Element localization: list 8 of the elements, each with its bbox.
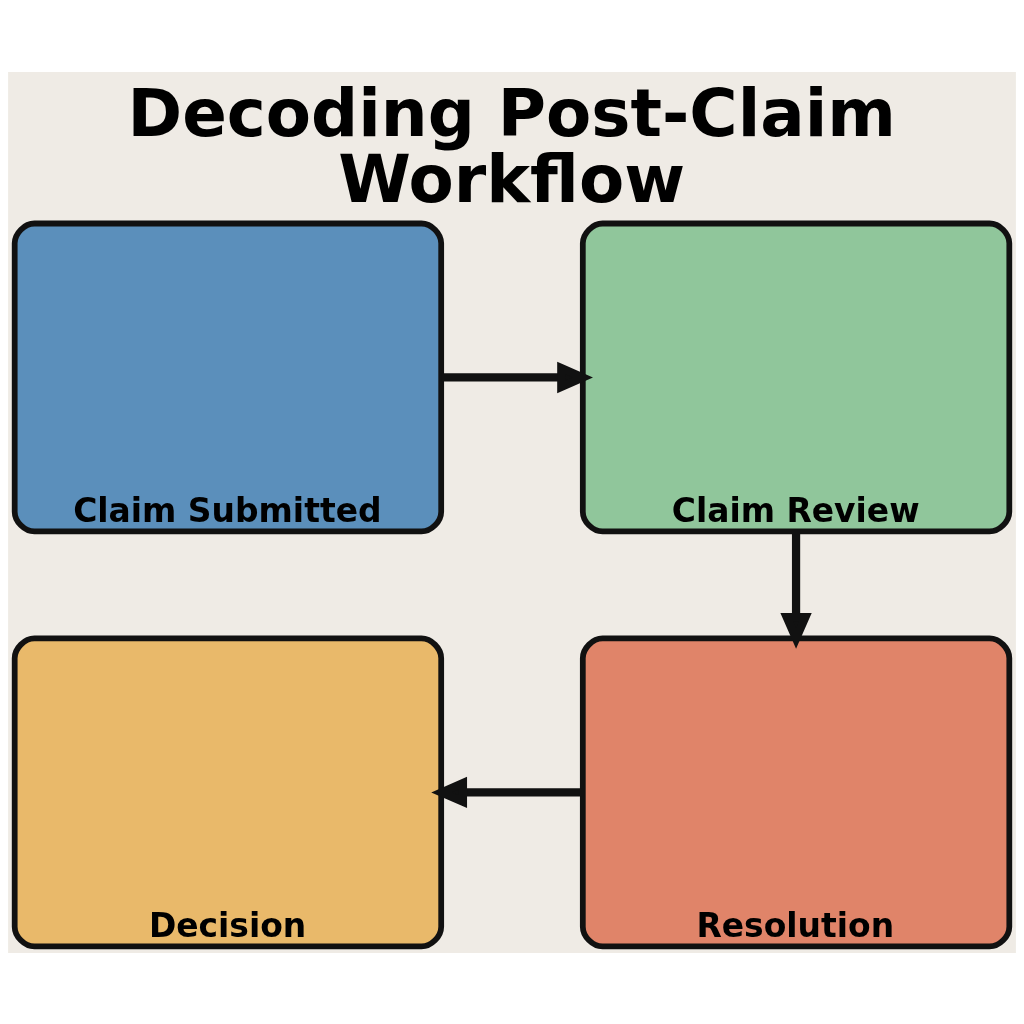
arrow: [431, 776, 583, 808]
node-box: Claim Review: [579, 220, 1013, 534]
arrow: [441, 361, 593, 393]
diagram-title: Decoding Post-Claim Workflow: [127, 74, 896, 218]
arrow: [780, 531, 812, 649]
node-box: Claim Submitted: [11, 220, 445, 534]
node-box: Decision: [11, 635, 445, 949]
node-box: Resolution: [579, 635, 1013, 949]
